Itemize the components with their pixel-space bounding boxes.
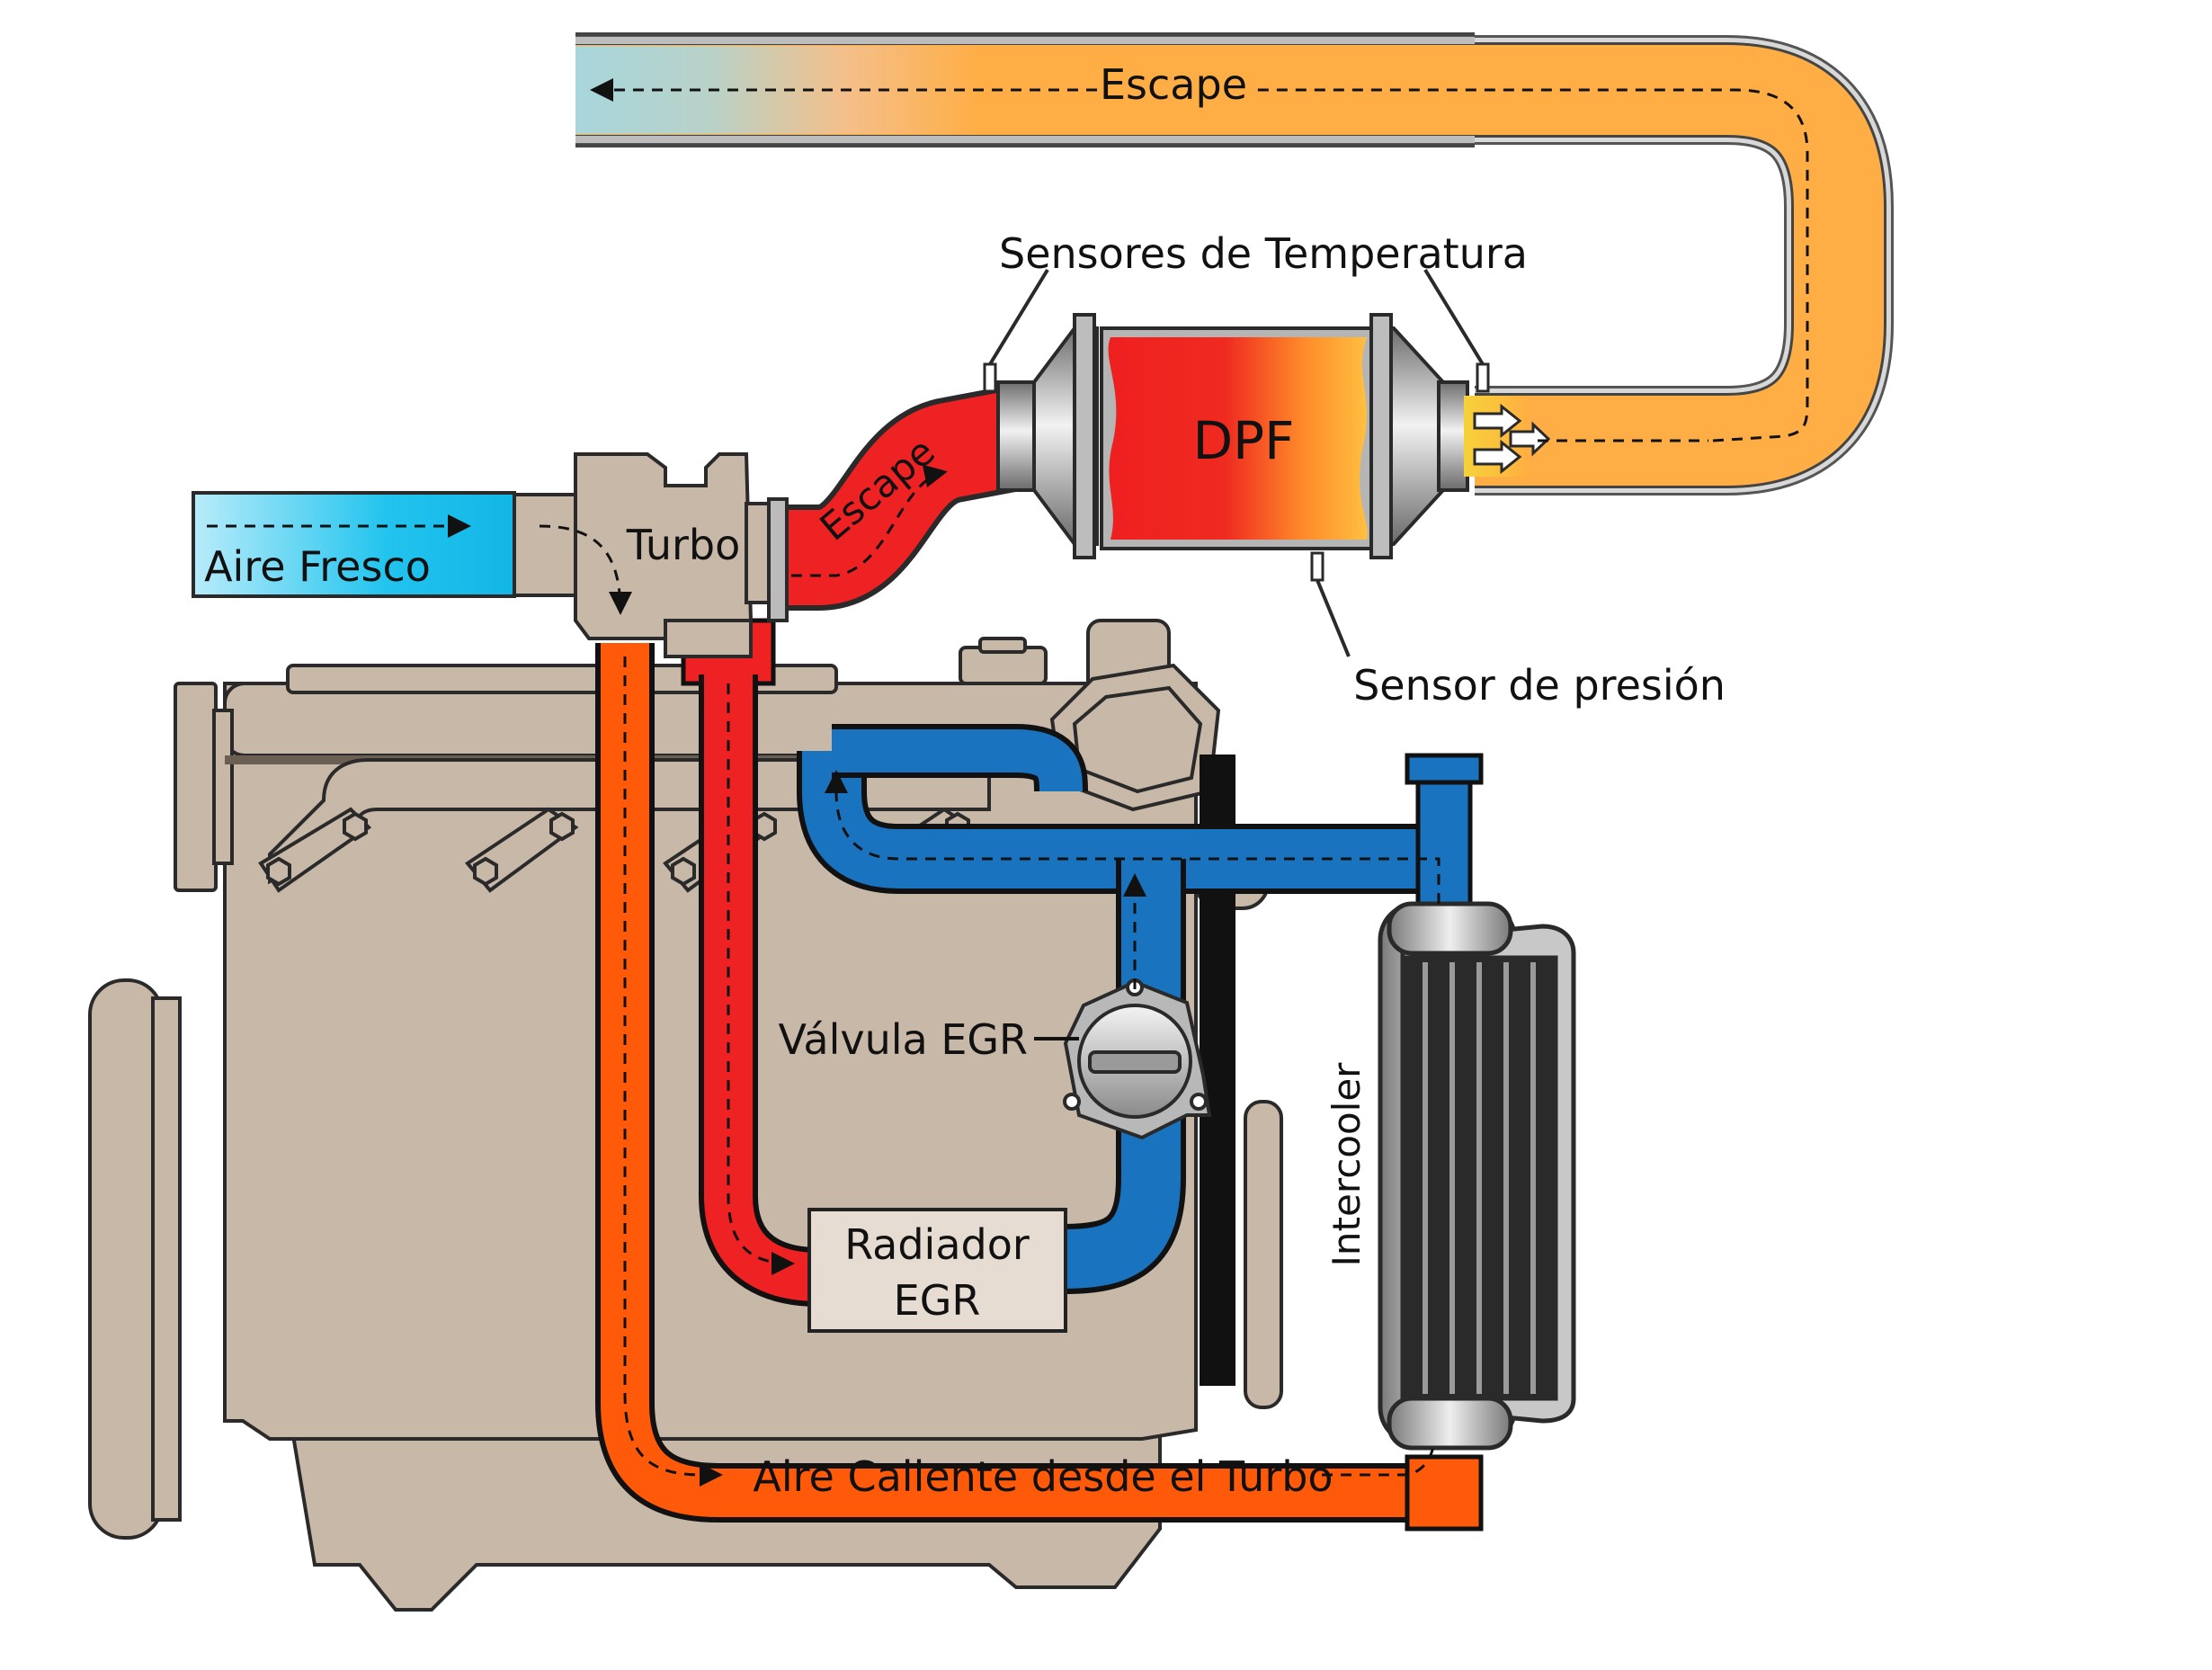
pressure-sensor — [1310, 551, 1351, 657]
egr-radiator-label-line2: EGR — [894, 1276, 981, 1325]
egr-radiator — [807, 1208, 1067, 1333]
egr-radiator-label-line1: Radiador — [844, 1220, 1030, 1269]
fresh-air-label: Aire Fresco — [204, 542, 431, 591]
turbo-exhaust-pipe — [765, 384, 1035, 622]
egr-intake-pipes — [797, 724, 1484, 1294]
dpf-label: DPF — [1193, 410, 1295, 471]
intercooler — [1378, 901, 1576, 1451]
pressure-sensor-label: Sensor de presión — [1353, 661, 1726, 710]
temperature-sensors — [983, 268, 1490, 393]
exhaust-top-label: Escape — [1100, 60, 1247, 109]
egr-valve — [1063, 978, 1212, 1140]
temp-sensors-label: Sensores de Temperatura — [999, 229, 1528, 278]
egr-valve-label: Válvula EGR — [778, 1015, 1028, 1064]
intercooler-label: Intercooler — [1325, 1062, 1369, 1267]
fresh-air-duct — [192, 491, 516, 598]
exhaust-tailpipe — [575, 32, 1894, 496]
turbo-label: Turbo — [626, 521, 741, 569]
dpf-assembly — [996, 313, 1551, 559]
flow-arrows — [207, 78, 1809, 1487]
hot-air-label: Aire Caliente desde el Turbo — [753, 1452, 1333, 1501]
